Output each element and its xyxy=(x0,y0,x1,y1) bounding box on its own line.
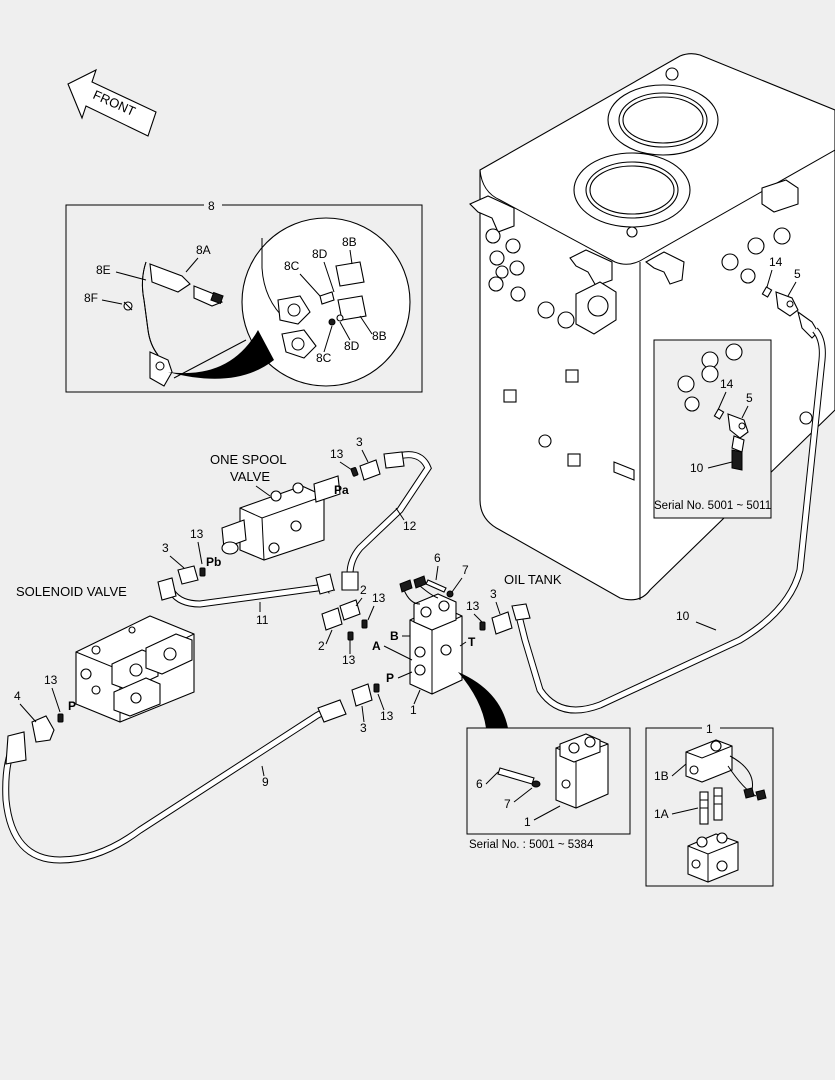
callout-c-13a: 13 xyxy=(372,591,386,605)
callout-s-p: P xyxy=(68,699,76,713)
detail-5384-label-1: 1 xyxy=(524,815,531,829)
detail-8-label-8c-bottom: 8C xyxy=(316,351,332,365)
detail-8-label-8b-bottom: 8B xyxy=(372,329,387,343)
detail-1-number: 1 xyxy=(706,722,713,736)
callout-hose-10: 10 xyxy=(676,609,690,623)
callout-c-7: 7 xyxy=(462,563,469,577)
control-valve-port-b-fitting xyxy=(339,599,368,629)
detail-5384-label-6: 6 xyxy=(476,777,483,791)
callout-s-4: 4 xyxy=(14,689,21,703)
fitting-pa xyxy=(350,459,381,481)
callout-c-13b: 13 xyxy=(342,653,356,667)
tank-port-fittings xyxy=(485,227,813,481)
callout-sp-13b: 13 xyxy=(190,527,204,541)
hose-9 xyxy=(2,699,347,864)
oil-tank-body xyxy=(469,53,835,601)
callout-c-2a: 2 xyxy=(360,583,367,597)
detail-8-box: 8 xyxy=(65,198,423,393)
title-oil-tank: OIL TANK xyxy=(504,572,562,587)
hose-12 xyxy=(341,451,432,591)
hose-10 xyxy=(514,327,826,714)
control-valve-port-p-fitting xyxy=(351,683,380,707)
callout-sp-3a: 3 xyxy=(356,435,363,449)
control-valve-port-a-fitting xyxy=(321,607,354,641)
title-one-spool-valve-line1: ONE SPOOL xyxy=(210,452,287,467)
detail-8-number: 8 xyxy=(208,199,215,213)
detail-8-label-8c-top: 8C xyxy=(284,259,300,273)
detail-1-label-1b: 1B xyxy=(654,769,669,783)
detail-8-label-8e: 8E xyxy=(96,263,111,277)
detail-5011-caption: Serial No. 5001 ~ 5011 xyxy=(654,500,771,512)
fitting-pb xyxy=(177,565,206,585)
callout-c-13d: 13 xyxy=(380,709,394,723)
detail-5384-label-7: 7 xyxy=(504,797,511,811)
detail-5384-caption: Serial No. : 5001 ~ 5384 xyxy=(469,839,594,851)
detail-serial-5384-box xyxy=(466,727,631,835)
detail-5011-label-10: 10 xyxy=(690,461,704,475)
callout-c-3d: 3 xyxy=(360,721,367,735)
one-spool-valve xyxy=(221,475,341,561)
callout-sp-3b: 3 xyxy=(162,541,169,555)
detail-8-label-8a: 8A xyxy=(196,243,211,257)
callout-c-b: B xyxy=(390,629,399,643)
callout-c-t: T xyxy=(468,635,476,649)
callout-sp-13a: 13 xyxy=(330,447,344,461)
detail-8-label-8f: 8F xyxy=(84,291,98,305)
callout-s-13: 13 xyxy=(44,673,58,687)
callout-hose-9: 9 xyxy=(262,775,269,789)
callout-c-p: P xyxy=(386,671,394,685)
title-solenoid-valve: SOLENOID VALVE xyxy=(16,584,127,599)
callout-c-13c: 13 xyxy=(466,599,480,613)
title-one-spool-valve-line2: VALVE xyxy=(230,469,270,484)
detail-8-label-8b-top: 8B xyxy=(342,235,357,249)
callout-c-a: A xyxy=(372,639,381,653)
callout-c-3c: 3 xyxy=(490,587,497,601)
detail-1-label-1a: 1A xyxy=(654,807,669,821)
control-valve-port-t-fitting xyxy=(479,603,531,635)
solenoid-valve-p-fitting xyxy=(31,713,64,743)
control-valve-assembly xyxy=(399,575,463,695)
detail-5011-label-5: 5 xyxy=(746,391,753,405)
callout-c-1: 1 xyxy=(410,703,417,717)
detail-8-label-8d-bottom: 8D xyxy=(344,339,360,353)
detail-5011-label-14: 14 xyxy=(720,377,734,391)
detail-1-box: 1 xyxy=(645,721,774,887)
detail-serial-5011-box xyxy=(653,339,772,519)
callout-hose-12: 12 xyxy=(403,519,417,533)
callout-c-2b: 2 xyxy=(318,639,325,653)
callout-sp-pb: Pb xyxy=(206,555,221,569)
callout-sp-pa: Pa xyxy=(334,483,349,497)
detail-8-label-8d-top: 8D xyxy=(312,247,328,261)
front-arrow: FRONT xyxy=(67,68,157,137)
callout-tank-14: 14 xyxy=(769,255,783,269)
callout-tank-5: 5 xyxy=(794,267,801,281)
callout-hose-11: 11 xyxy=(256,613,269,627)
callout-c-6: 6 xyxy=(434,551,441,565)
hose-11 xyxy=(157,573,336,608)
solenoid-valve-block xyxy=(75,615,195,723)
